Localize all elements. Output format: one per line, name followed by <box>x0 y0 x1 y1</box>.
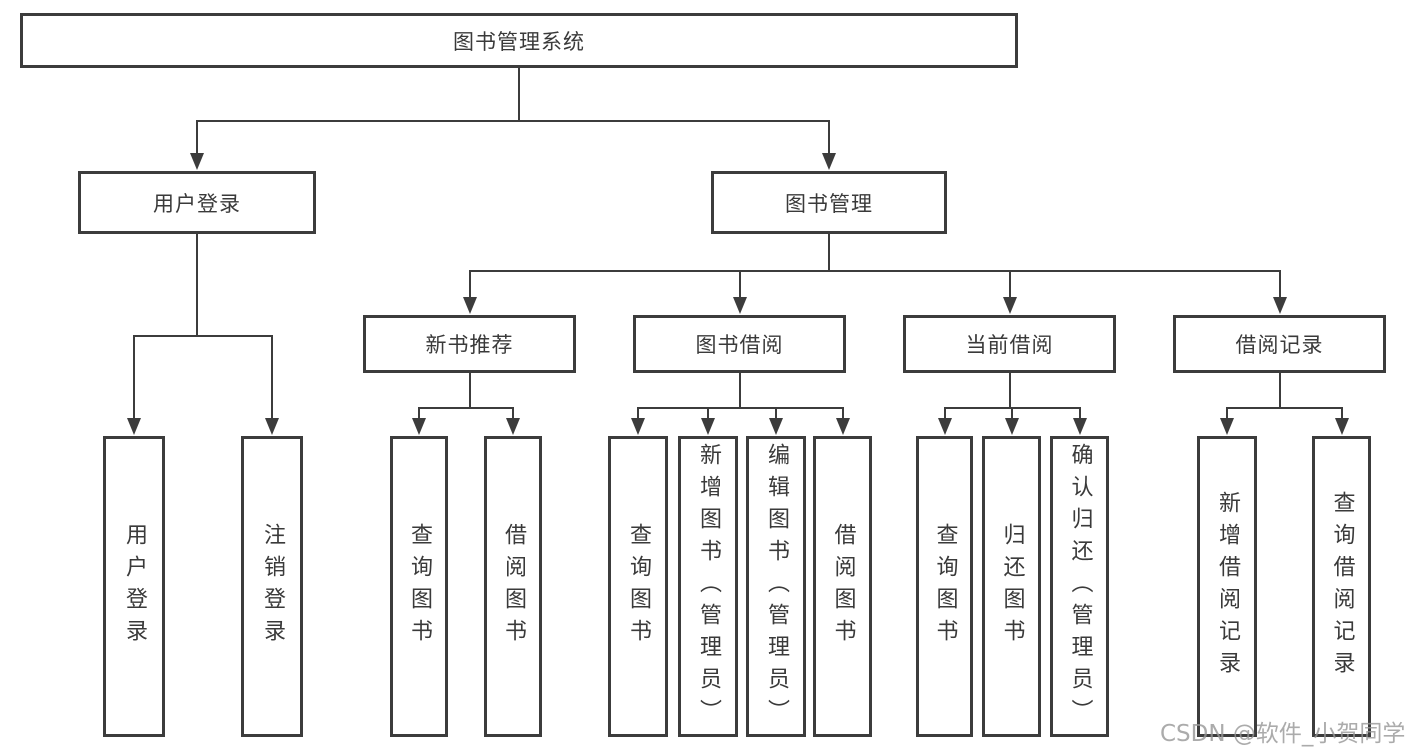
node-library-management-system: 图书管理系统 <box>20 13 1018 68</box>
leaf-user-login: 用户登录 <box>103 436 165 737</box>
node-label: 查询图书 <box>407 522 432 651</box>
connector-line <box>739 373 741 407</box>
connector-line <box>775 407 777 419</box>
connector-line <box>637 407 639 419</box>
node-book-borrow: 图书借阅 <box>633 315 846 373</box>
leaf-add-books-admin: 新增图书（管理员） <box>678 436 738 737</box>
connector-line <box>828 120 830 154</box>
leaf-confirm-return-admin: 确认归还（管理员） <box>1050 436 1109 737</box>
arrowhead-down-icon <box>1003 297 1017 314</box>
arrowhead-down-icon <box>1220 418 1234 435</box>
node-label: 归还图书 <box>999 522 1025 651</box>
node-label: 查询借阅记录 <box>1329 490 1355 683</box>
arrowhead-down-icon <box>836 418 850 435</box>
connector-line <box>133 335 273 337</box>
arrowhead-down-icon <box>506 418 520 435</box>
connector-line <box>418 407 514 409</box>
connector-line <box>944 407 946 419</box>
node-label: 新增借阅记录 <box>1215 490 1240 683</box>
connector-line <box>707 407 709 419</box>
connector-line <box>133 335 135 418</box>
node-book-management: 图书管理 <box>711 171 947 234</box>
connector-line <box>1009 373 1011 407</box>
node-label: 新增图书（管理员） <box>696 442 721 731</box>
leaf-query-borrow-record: 查询借阅记录 <box>1312 436 1371 737</box>
node-label: 确认归还（管理员） <box>1067 442 1093 731</box>
arrowhead-down-icon <box>127 418 141 435</box>
node-borrow-records: 借阅记录 <box>1173 315 1386 373</box>
node-label: 用户登录 <box>153 191 241 216</box>
node-label: 用户登录 <box>122 522 147 651</box>
arrowhead-down-icon <box>1073 418 1087 435</box>
arrowhead-down-icon <box>938 418 952 435</box>
node-new-book-recommend: 新书推荐 <box>363 315 576 373</box>
connector-line <box>1011 407 1013 419</box>
arrowhead-down-icon <box>769 418 783 435</box>
leaf-query-books-recommend: 查询图书 <box>390 436 448 737</box>
arrowhead-down-icon <box>701 418 715 435</box>
connector-line <box>1279 270 1281 298</box>
node-label: 借阅图书 <box>830 522 856 651</box>
connector-line <box>418 407 420 419</box>
leaf-borrow-books-recommend: 借阅图书 <box>484 436 542 737</box>
connector-line <box>518 68 520 120</box>
watermark: CSDN @软件_小贺同学 <box>1160 721 1405 747</box>
arrowhead-down-icon <box>412 418 426 435</box>
connector-line <box>1226 407 1228 419</box>
node-label: 图书管理 <box>785 191 873 216</box>
arrowhead-down-icon <box>1273 297 1287 314</box>
connector-line <box>828 234 830 270</box>
connector-line <box>196 234 198 335</box>
node-label: 图书管理系统 <box>453 29 585 54</box>
node-label: 查询图书 <box>932 522 958 651</box>
node-label: 当前借阅 <box>965 333 1054 357</box>
arrowhead-down-icon <box>1335 418 1349 435</box>
connector-line <box>1226 407 1343 409</box>
leaf-edit-books-admin: 编辑图书（管理员） <box>746 436 806 737</box>
node-label: 新书推荐 <box>425 333 514 357</box>
node-label: 注销登录 <box>260 522 285 651</box>
arrowhead-down-icon <box>463 297 477 314</box>
arrowhead-down-icon <box>190 153 204 170</box>
connector-line <box>196 120 198 154</box>
connector-line <box>469 270 1281 272</box>
node-label: 借阅记录 <box>1235 333 1324 357</box>
node-label: 编辑图书（管理员） <box>764 442 789 731</box>
leaf-query-books-current: 查询图书 <box>916 436 973 737</box>
connector-line <box>271 335 273 418</box>
arrowhead-down-icon <box>1005 418 1019 435</box>
connector-line <box>1009 270 1011 298</box>
leaf-query-books-borrow: 查询图书 <box>608 436 668 737</box>
connector-line <box>196 120 830 122</box>
connector-line <box>1079 407 1081 419</box>
node-label: 图书借阅 <box>695 333 784 357</box>
node-current-borrow: 当前借阅 <box>903 315 1116 373</box>
arrowhead-down-icon <box>733 297 747 314</box>
leaf-return-books: 归还图书 <box>982 436 1041 737</box>
connector-line <box>1341 407 1343 419</box>
connector-line <box>842 407 844 419</box>
connector-line <box>1279 373 1281 407</box>
connector-line <box>512 407 514 419</box>
node-label: 查询图书 <box>626 522 651 651</box>
arrowhead-down-icon <box>822 153 836 170</box>
leaf-borrow-books: 借阅图书 <box>813 436 872 737</box>
arrowhead-down-icon <box>265 418 279 435</box>
connector-line <box>739 270 741 298</box>
connector-line <box>469 373 471 407</box>
leaf-add-borrow-record: 新增借阅记录 <box>1197 436 1257 737</box>
arrowhead-down-icon <box>631 418 645 435</box>
leaf-logout: 注销登录 <box>241 436 303 737</box>
connector-line <box>637 407 844 409</box>
node-user-login: 用户登录 <box>78 171 316 234</box>
connector-line <box>469 270 471 298</box>
node-label: 借阅图书 <box>501 522 526 651</box>
